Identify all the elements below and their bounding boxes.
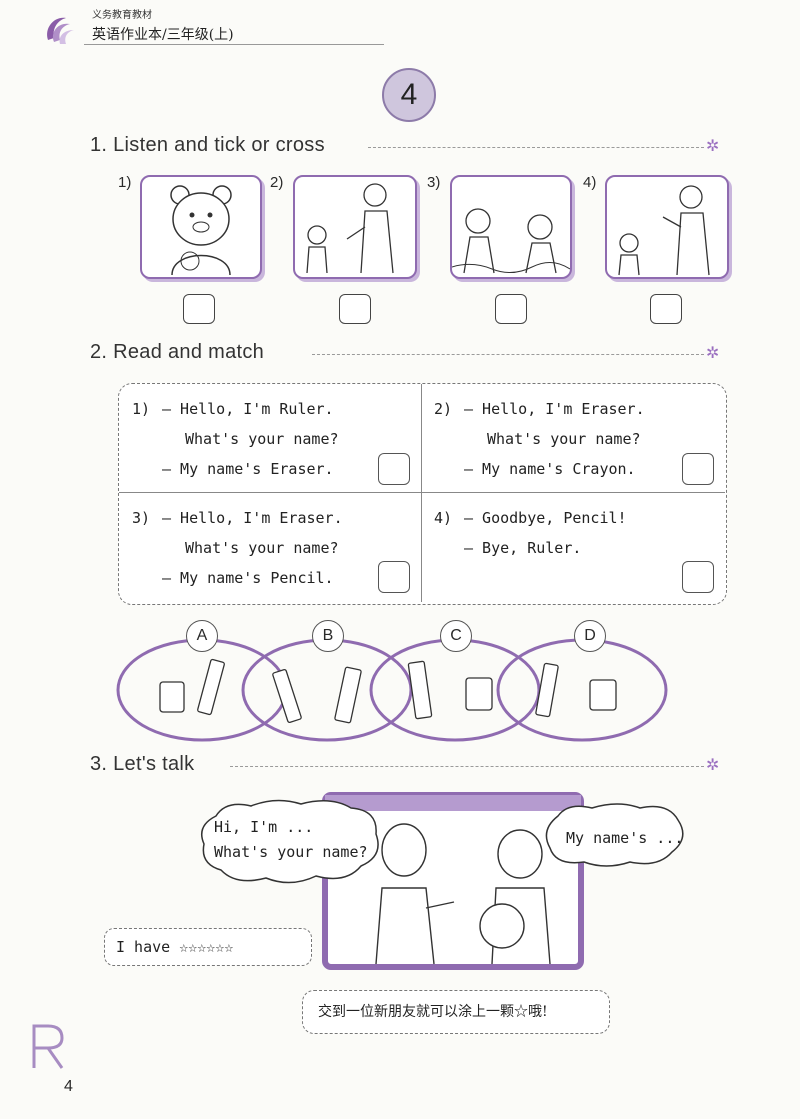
dialogue-label: 2) xyxy=(434,400,453,418)
match-options-ovals xyxy=(116,638,668,742)
dialogue-label: 1) xyxy=(132,400,151,418)
tick-box-3[interactable] xyxy=(495,294,527,324)
section3-divider xyxy=(230,766,704,767)
dialogue-line: — Hello, I'm Ruler. xyxy=(162,400,334,418)
series-label: 义务教育教材 xyxy=(92,10,152,21)
decorative-r-icon xyxy=(32,1024,64,1069)
unit-number-badge: 4 xyxy=(382,68,436,122)
grid-divider-vertical xyxy=(421,384,422,602)
item-label: 1) xyxy=(118,174,132,191)
item-label: 2) xyxy=(270,174,284,191)
picture-boy-and-woman-waving xyxy=(605,175,729,279)
dialogue-line: — Hello, I'm Eraser. xyxy=(464,400,645,418)
option-d: D xyxy=(574,620,606,652)
dialogue-line: — My name's Crayon. xyxy=(464,460,636,478)
dialogue-line: What's your name? xyxy=(185,539,339,557)
dialogue-label: 3) xyxy=(132,509,151,527)
section2-divider xyxy=(312,354,704,355)
option-b: B xyxy=(312,620,344,652)
dialogue-line: What's your name? xyxy=(185,430,339,448)
dialogue-line: — Hello, I'm Eraser. xyxy=(162,509,343,527)
dialogue-grid xyxy=(118,383,727,605)
instruction-note-box xyxy=(302,990,610,1034)
star-counter-box xyxy=(104,928,312,966)
bubble-right-text: My name's ... xyxy=(566,829,684,847)
dialogue-line: — My name's Eraser. xyxy=(162,460,334,478)
section2-star-icon: ✲ xyxy=(706,343,720,362)
picture-boy-and-woman xyxy=(293,175,417,279)
option-c: C xyxy=(440,620,472,652)
option-a: A xyxy=(186,620,218,652)
dialogue-line: — Bye, Ruler. xyxy=(464,539,582,557)
answer-box-2[interactable] xyxy=(682,453,714,485)
tick-box-1[interactable] xyxy=(183,294,215,324)
bubble-left-line2: What's your name? xyxy=(214,843,368,861)
dialogue-line: — Goodbye, Pencil! xyxy=(464,509,627,527)
bubble-left-line1: Hi, I'm ... xyxy=(214,818,314,836)
tick-box-4[interactable] xyxy=(650,294,682,324)
item-label: 3) xyxy=(427,174,441,191)
section3-star-icon: ✲ xyxy=(706,755,720,774)
dialogue-line: — My name's Pencil. xyxy=(162,569,334,587)
dialogue-line: What's your name? xyxy=(487,430,641,448)
answer-box-4[interactable] xyxy=(682,561,714,593)
section1-star-icon: ✲ xyxy=(706,136,720,155)
section1-title: 1. Listen and tick or cross xyxy=(90,134,325,156)
answer-box-3[interactable] xyxy=(378,561,410,593)
dialogue-label: 4) xyxy=(434,509,453,527)
book-title: 英语作业本/三年级(上) xyxy=(92,27,234,43)
grid-divider-horizontal xyxy=(119,492,725,493)
picture-teddy-bear xyxy=(140,175,262,279)
section2-title: 2. Read and match xyxy=(90,341,265,363)
picture-two-girls xyxy=(450,175,572,279)
publisher-logo xyxy=(47,17,74,44)
section1-divider xyxy=(368,147,704,148)
tick-box-2[interactable] xyxy=(339,294,371,324)
star-counter-label: I have ☆☆☆☆☆☆ xyxy=(116,938,234,956)
section3-title: 3. Let's talk xyxy=(90,753,195,775)
instruction-note: 交到一位新朋友就可以涂上一颗☆哦! xyxy=(318,1004,548,1020)
header-rule xyxy=(84,44,384,45)
page-number: 4 xyxy=(64,1078,73,1095)
speech-bubble-right xyxy=(545,803,684,867)
item-label: 4) xyxy=(583,174,597,191)
answer-box-1[interactable] xyxy=(378,453,410,485)
speech-bubble-left xyxy=(201,799,379,884)
talk-picture xyxy=(322,792,584,970)
